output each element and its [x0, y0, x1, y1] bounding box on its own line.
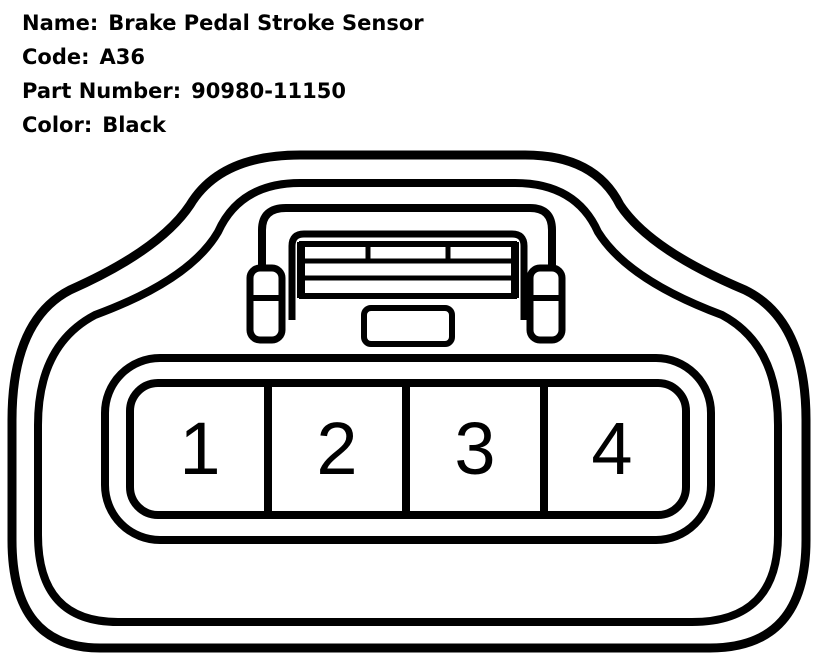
- color-label: Color:: [22, 113, 93, 137]
- color-line: Color: Black: [22, 108, 424, 142]
- lock-latch: [299, 241, 517, 299]
- code-line: Code: A36: [22, 40, 424, 74]
- lock-arch: [258, 204, 556, 342]
- pin-2-label: 2: [316, 407, 357, 490]
- code-label: Code:: [22, 45, 90, 69]
- part-number-line: Part Number: 90980-11150: [22, 74, 424, 108]
- connector-housing-inner: [34, 179, 782, 626]
- connector-housing-outer: [7, 150, 811, 653]
- locking-tab: [246, 204, 566, 347]
- terminal-frame-outer: [101, 354, 715, 544]
- connector-info: Name:Brake Pedal Stroke Sensor Code:A36 …: [22, 6, 424, 142]
- name-value: Brake Pedal Stroke Sensor: [108, 11, 424, 35]
- part-number-label: Part Number:: [22, 79, 182, 103]
- pin-1-label: 1: [179, 407, 220, 490]
- part-number-value: 90980-11150: [191, 79, 346, 103]
- code-value: A36: [99, 45, 145, 69]
- name-line: Name: Brake Pedal Stroke Sensor: [22, 6, 424, 40]
- lock-inner-frame: [288, 230, 528, 320]
- lock-right-post: [526, 264, 566, 344]
- pin-4-label: 4: [591, 407, 632, 490]
- lock-left-post: [246, 264, 286, 344]
- lock-release-button: [361, 305, 455, 347]
- pin-3-label: 3: [454, 407, 495, 490]
- name-label: Name:: [22, 11, 99, 35]
- color-value: Black: [102, 113, 167, 137]
